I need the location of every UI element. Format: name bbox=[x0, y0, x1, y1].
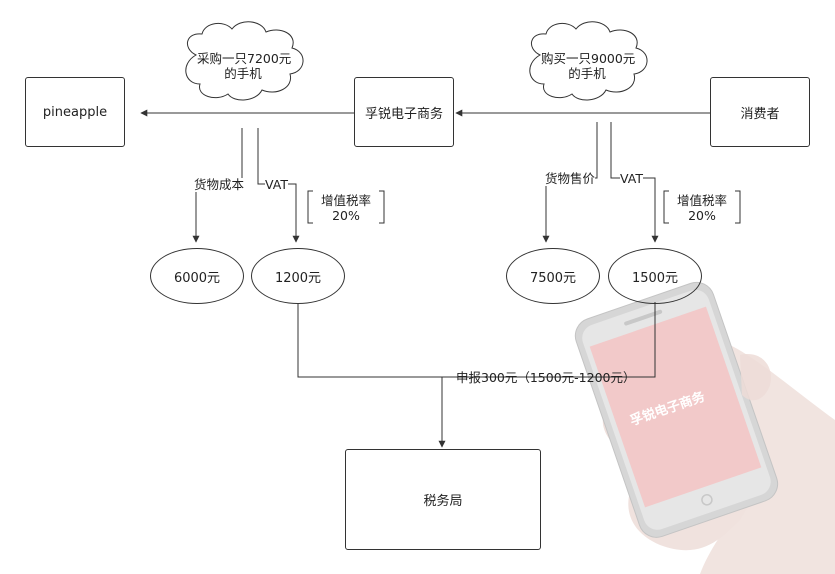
label-vat-left: VAT bbox=[265, 177, 288, 192]
tax-rate-label-right: 增值税率 bbox=[676, 193, 727, 208]
cloud-purchase bbox=[185, 21, 304, 101]
label-goods-price: 货物售价 bbox=[545, 171, 596, 186]
tax-rate-value-left: 20% bbox=[332, 208, 360, 223]
value-6000[interactable]: 6000元 bbox=[150, 248, 244, 304]
tax-rate-value-right: 20% bbox=[688, 208, 716, 223]
cloud-purchase-line2: 的手机 bbox=[224, 66, 262, 81]
bracket-left-text: 增值税率 20% bbox=[312, 193, 380, 223]
node-pineapple[interactable]: pineapple bbox=[25, 77, 125, 147]
phone-body bbox=[574, 281, 779, 538]
node-consumer[interactable]: 消费者 bbox=[710, 77, 810, 147]
value-7500[interactable]: 7500元 bbox=[506, 248, 600, 304]
node-tax-bureau[interactable]: 税务局 bbox=[345, 449, 541, 550]
arrow-goods-cost bbox=[192, 158, 243, 243]
value-1200[interactable]: 1200元 bbox=[251, 248, 345, 304]
arrow-vat-right bbox=[610, 150, 659, 243]
cloud-buy-text: 购买一只9000元 的手机 bbox=[541, 51, 636, 81]
node-ecommerce[interactable]: 孚锐电子商务 bbox=[354, 77, 454, 147]
value-1500[interactable]: 1500元 bbox=[608, 248, 702, 304]
arrow-goods-price bbox=[542, 150, 598, 243]
cloud-purchase-line1: 采购一只7200元 bbox=[197, 51, 292, 66]
tax-rate-label-left: 增值税率 bbox=[320, 193, 371, 208]
bracket-right-text: 增值税率 20% bbox=[668, 193, 736, 223]
finger-shape bbox=[740, 354, 771, 401]
label-goods-cost: 货物成本 bbox=[194, 177, 245, 192]
cloud-purchase-text: 采购一只7200元 的手机 bbox=[197, 51, 292, 81]
bracket-left-open bbox=[307, 190, 313, 224]
line-from-1200 bbox=[297, 302, 656, 378]
cloud-buy-line1: 购买一只9000元 bbox=[541, 51, 636, 66]
cloud-buy-line2: 的手机 bbox=[568, 66, 606, 81]
label-declare: 申报300元（1500元-1200元） bbox=[456, 370, 636, 385]
arrow-vat-left bbox=[257, 158, 300, 243]
bracket-right-close bbox=[735, 190, 741, 224]
bracket-right-open bbox=[663, 190, 669, 224]
label-vat-right: VAT bbox=[620, 171, 643, 186]
cloud-buy bbox=[529, 21, 648, 101]
bracket-left-close bbox=[379, 190, 385, 224]
phone-screen bbox=[589, 306, 762, 508]
